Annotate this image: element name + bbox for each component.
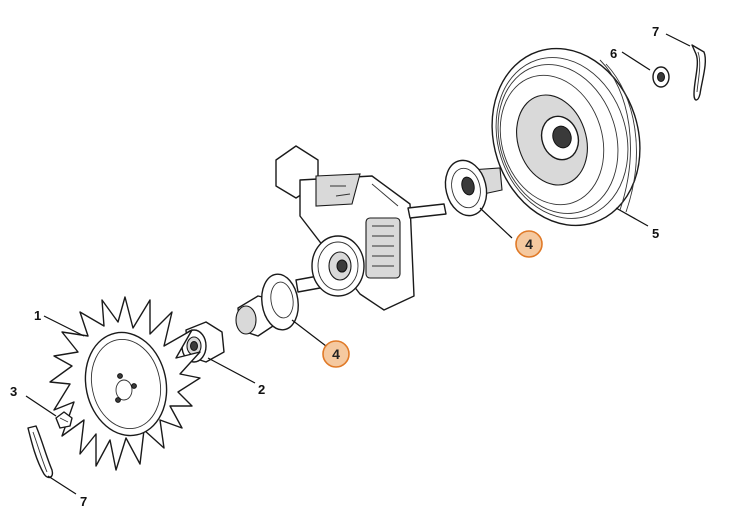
callout-4-left-circle (322, 340, 350, 368)
callout-4-right-circle (515, 230, 543, 258)
bushing-left-part (235, 273, 299, 337)
label-3: 3 (10, 384, 17, 399)
label-6: 6 (610, 46, 617, 61)
wheel-part (491, 47, 641, 227)
label-7-right: 7 (652, 24, 659, 39)
callout-4-right: 4 (515, 230, 543, 258)
label-5: 5 (652, 226, 659, 241)
label-7-left: 7 (80, 494, 87, 509)
label-4-left: 4 (332, 346, 340, 362)
label-2: 2 (258, 382, 265, 397)
washer-part (652, 66, 670, 88)
bushing-right-part (444, 159, 503, 217)
screw-part (55, 411, 73, 429)
leader-lines (25, 33, 691, 495)
clip-right-part (691, 44, 707, 101)
label-4-right: 4 (525, 236, 533, 252)
callout-4-left: 4 (322, 340, 350, 368)
label-1: 1 (34, 308, 41, 323)
transmission-part (275, 145, 447, 311)
blade-part (49, 296, 201, 471)
clip-left-part (27, 425, 54, 479)
